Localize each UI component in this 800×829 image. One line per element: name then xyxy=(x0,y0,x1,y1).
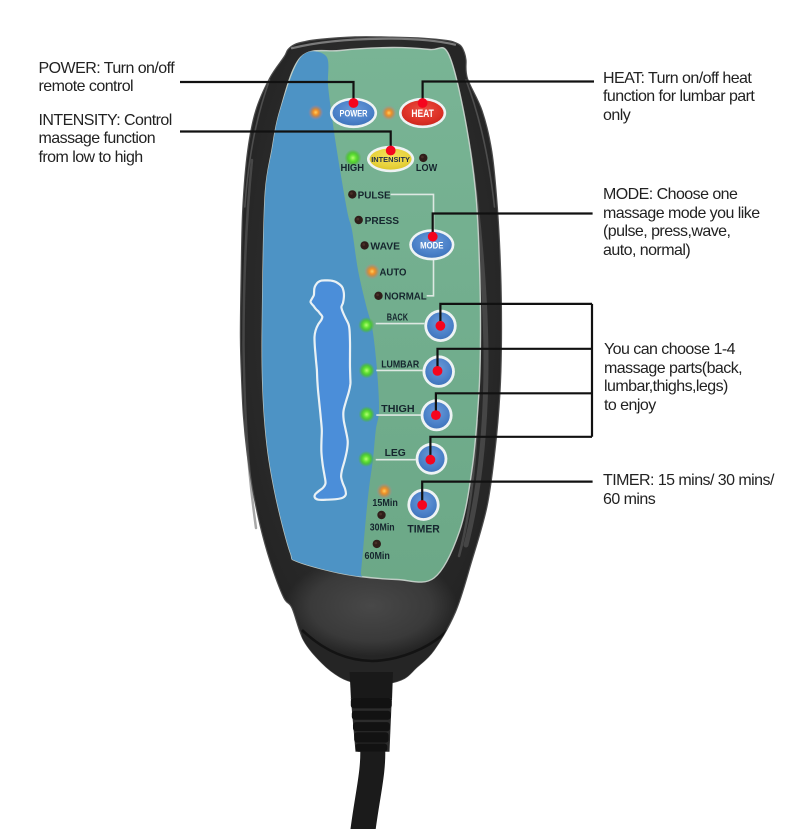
svg-text:TIMER: TIMER xyxy=(407,524,439,536)
svg-text:60Min: 60Min xyxy=(365,551,390,562)
svg-text:PULSE: PULSE xyxy=(358,190,391,201)
svg-text:LEG: LEG xyxy=(385,448,406,459)
svg-text:30Min: 30Min xyxy=(370,522,395,533)
svg-text:PRESS: PRESS xyxy=(365,216,400,227)
svg-text:THIGH: THIGH xyxy=(381,404,415,415)
svg-text:LOW: LOW xyxy=(416,163,438,174)
svg-text:AUTO: AUTO xyxy=(380,267,407,278)
svg-text:MODE: MODE xyxy=(420,239,443,250)
svg-text:HIGH: HIGH xyxy=(341,163,365,174)
svg-text:HEAT: HEAT xyxy=(411,108,434,120)
svg-text:NORMAL: NORMAL xyxy=(384,292,427,303)
svg-text:BACK: BACK xyxy=(387,313,409,324)
svg-text:WAVE: WAVE xyxy=(370,241,400,252)
svg-text:LUMBAR: LUMBAR xyxy=(381,360,419,371)
svg-text:POWER: POWER xyxy=(340,107,368,118)
svg-text:INTENSITY: INTENSITY xyxy=(371,155,410,164)
svg-text:15Min: 15Min xyxy=(372,498,397,509)
